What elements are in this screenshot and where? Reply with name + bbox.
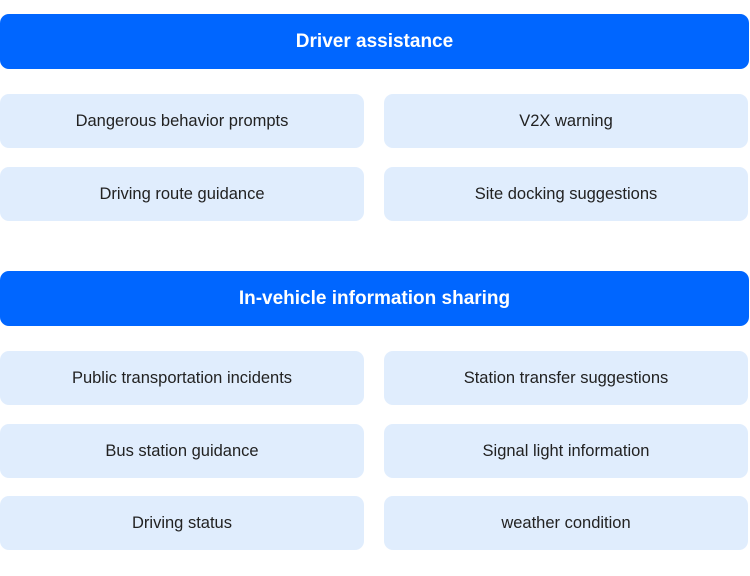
feature-card: Station transfer suggestions	[384, 351, 748, 405]
feature-card: Bus station guidance	[0, 424, 364, 478]
section-header-driver-assistance: Driver assistance	[0, 14, 749, 69]
feature-card: Driving status	[0, 496, 364, 550]
feature-card: V2X warning	[384, 94, 748, 148]
feature-card: weather condition	[384, 496, 748, 550]
section-header-info-sharing: In-vehicle information sharing	[0, 271, 749, 326]
feature-card: Signal light information	[384, 424, 748, 478]
feature-card: Dangerous behavior prompts	[0, 94, 364, 148]
feature-card: Public transportation incidents	[0, 351, 364, 405]
feature-card: Driving route guidance	[0, 167, 364, 221]
feature-card: Site docking suggestions	[384, 167, 748, 221]
